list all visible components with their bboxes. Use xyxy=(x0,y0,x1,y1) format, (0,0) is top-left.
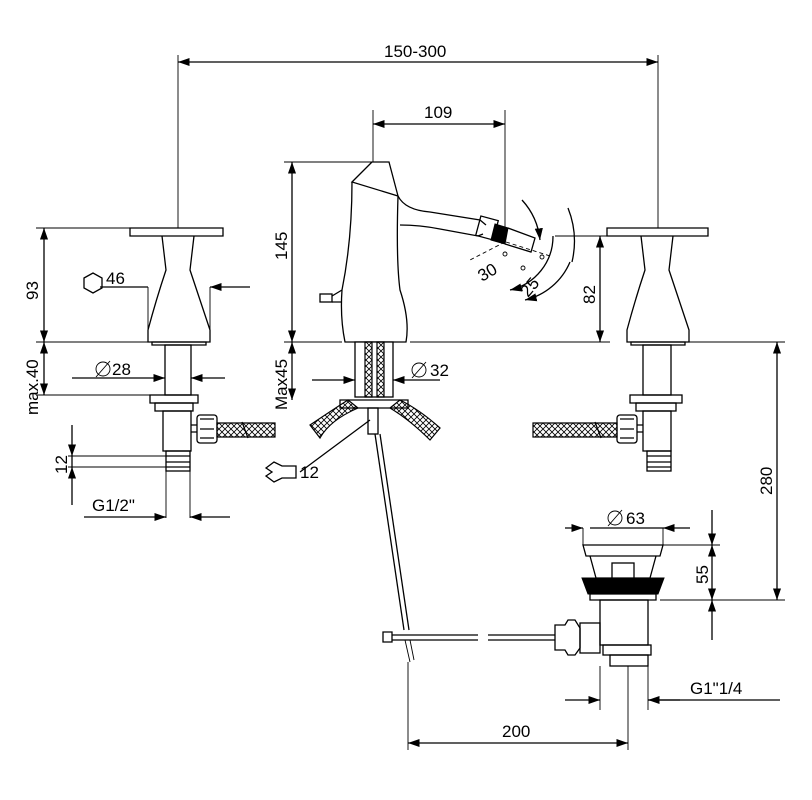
diameter-icon xyxy=(411,361,427,379)
handle-thread-label: G1/2" xyxy=(92,496,135,515)
pop-up-waste xyxy=(382,544,665,667)
waste-height-label: 55 xyxy=(693,565,712,584)
waste-flange-diameter-label: 63 xyxy=(626,509,645,528)
body-height-label: 145 xyxy=(272,232,291,260)
connector-length-label: 12 xyxy=(52,455,71,474)
wrench-size-label: 12 xyxy=(300,463,319,482)
diameter-icon xyxy=(607,509,623,527)
nozzle-angle-30-label: 30 xyxy=(475,260,501,286)
nozzle-angle-arcs xyxy=(469,199,576,302)
waste-depth-label: 280 xyxy=(757,467,776,495)
handle-height-label: 93 xyxy=(23,281,42,300)
nozzle-angle-25-label: 25 xyxy=(517,274,544,301)
spout-reach-label: 109 xyxy=(424,103,452,122)
hexagon-icon xyxy=(83,272,103,294)
overall-width-label: 150-300 xyxy=(384,42,446,61)
waste-thread-label: G1"1/4 xyxy=(690,679,742,698)
spout-height-label: 82 xyxy=(580,285,599,304)
dimension-lines xyxy=(36,55,785,750)
wrench-icon xyxy=(264,461,297,483)
rod-spacing-label: 200 xyxy=(502,722,530,741)
right-handle xyxy=(532,227,709,472)
handle-max-deck-label: max.40 xyxy=(23,359,42,415)
mixer-body xyxy=(309,161,536,631)
body-shank-diameter-label: 32 xyxy=(430,361,449,380)
left-handle xyxy=(129,227,276,472)
handle-neck-diameter-label: 28 xyxy=(112,360,131,379)
body-max-deck-label: Max45 xyxy=(272,359,291,410)
diameter-icon xyxy=(95,360,111,378)
hex-size-label: 46 xyxy=(106,269,125,288)
